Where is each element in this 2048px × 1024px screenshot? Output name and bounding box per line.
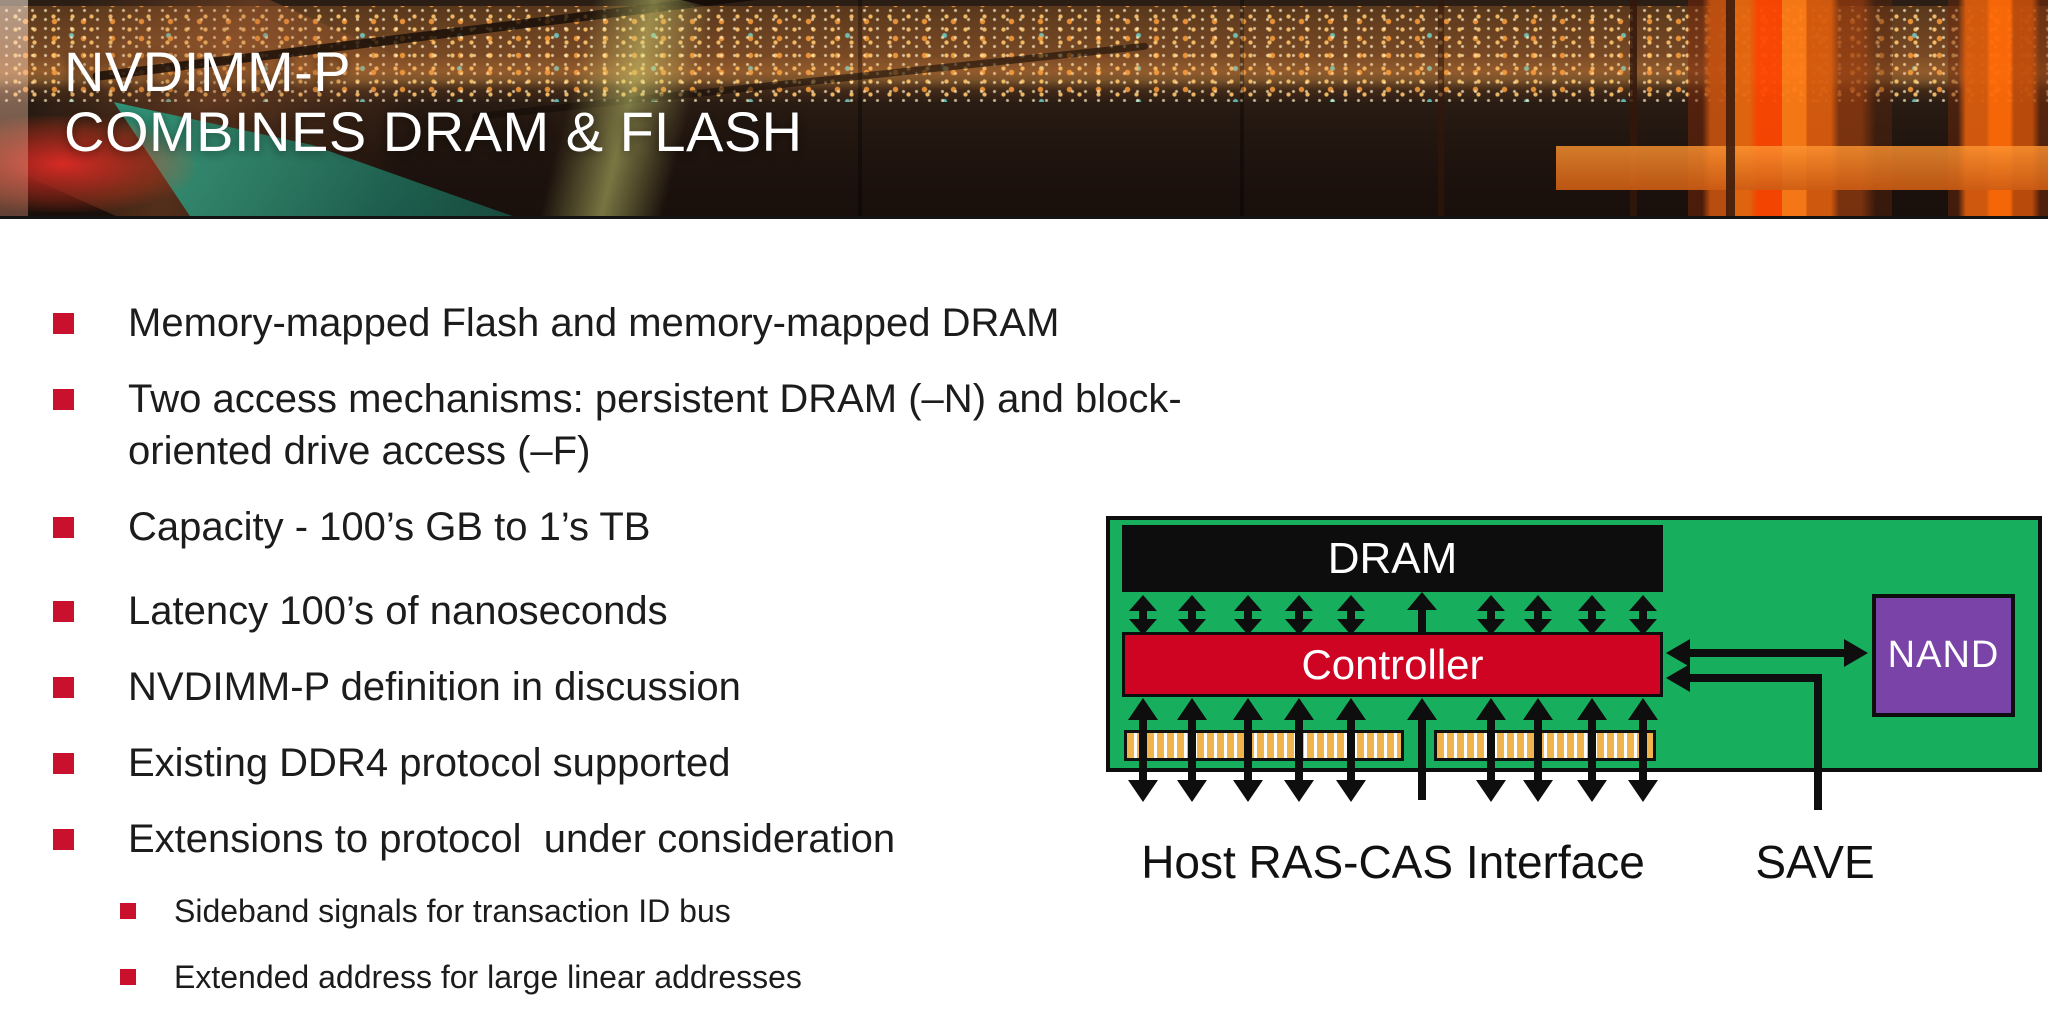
bullet-text: Extended address for large linear addres… <box>174 959 802 995</box>
window-mullion <box>1240 0 1244 216</box>
bullet-text: Capacity - 100’s GB to 1’s TB <box>128 505 651 549</box>
bullet-text: oriented drive access (–F) <box>128 429 591 473</box>
list-item: Extensions to protocol under considerati… <box>53 813 1182 865</box>
list-item: Capacity - 100’s GB to 1’s TB <box>53 501 1182 553</box>
bullet-square-icon <box>120 969 136 985</box>
edge-connector-pins <box>1434 730 1656 761</box>
dram-label: DRAM <box>1327 533 1458 583</box>
bullet-square-icon <box>53 677 74 698</box>
bridge-cable-graphic <box>1438 0 1444 216</box>
bullet-square-icon <box>53 829 74 850</box>
save-label: SAVE <box>1755 836 1875 888</box>
controller-box: Controller <box>1122 632 1663 697</box>
host-interface-label: Host RAS-CAS Interface <box>1141 836 1645 888</box>
list-item: Memory-mapped Flash and memory-mapped DR… <box>53 297 1182 349</box>
controller-label: Controller <box>1301 640 1484 688</box>
bullet-text: Memory-mapped Flash and memory-mapped DR… <box>128 301 1060 345</box>
list-item: NVDIMM-P definition in discussion <box>53 661 1182 713</box>
bullet-square-icon <box>53 517 74 538</box>
nvdimm-diagram: DRAM Controller NAND <box>1100 480 2048 900</box>
bullet-text: Extensions to protocol under considerati… <box>128 817 896 861</box>
list-item: Existing DDR4 protocol supported <box>53 737 1182 789</box>
edge-connector-pins <box>1124 730 1404 761</box>
bullet-square-icon <box>53 313 74 334</box>
bullet-text: Existing DDR4 protocol supported <box>128 741 731 785</box>
bullet-square-icon <box>53 753 74 774</box>
title-line-2: COMBINES DRAM & FLASH <box>64 100 803 163</box>
header-photo: NVDIMM-P COMBINES DRAM & FLASH <box>0 0 2048 219</box>
slide-title: NVDIMM-P COMBINES DRAM & FLASH <box>64 42 803 162</box>
bullet-text: NVDIMM-P definition in discussion <box>128 665 741 709</box>
list-item: Latency 100’s of nanoseconds <box>53 585 1182 637</box>
bullet-text: Two access mechanisms: persistent DRAM (… <box>128 377 1182 421</box>
bullet-text: Latency 100’s of nanoseconds <box>128 589 668 633</box>
bullet-square-icon <box>53 389 74 410</box>
bullet-square-icon <box>53 601 74 622</box>
left-edge-glow <box>0 0 28 216</box>
bullet-text: Sideband signals for transaction ID bus <box>174 893 731 929</box>
bridge-crossbeam-graphic <box>1556 146 2048 190</box>
nand-box: NAND <box>1872 594 2015 717</box>
title-line-1: NVDIMM-P <box>64 40 352 103</box>
window-mullion <box>858 0 862 216</box>
red-glow-graphic <box>0 116 194 212</box>
bullet-list: Memory-mapped Flash and memory-mapped DR… <box>53 297 1182 1021</box>
nand-label: NAND <box>1887 634 2000 676</box>
list-item: Extended address for large linear addres… <box>120 955 1182 999</box>
list-item: Sideband signals for transaction ID bus <box>120 889 1182 933</box>
bridge-cable-graphic <box>1630 0 1637 216</box>
bridge-cable-graphic <box>1726 0 1735 216</box>
list-item: Two access mechanisms: persistent DRAM (… <box>53 373 1182 477</box>
dram-box: DRAM <box>1122 525 1663 592</box>
bullet-square-icon <box>120 903 136 919</box>
